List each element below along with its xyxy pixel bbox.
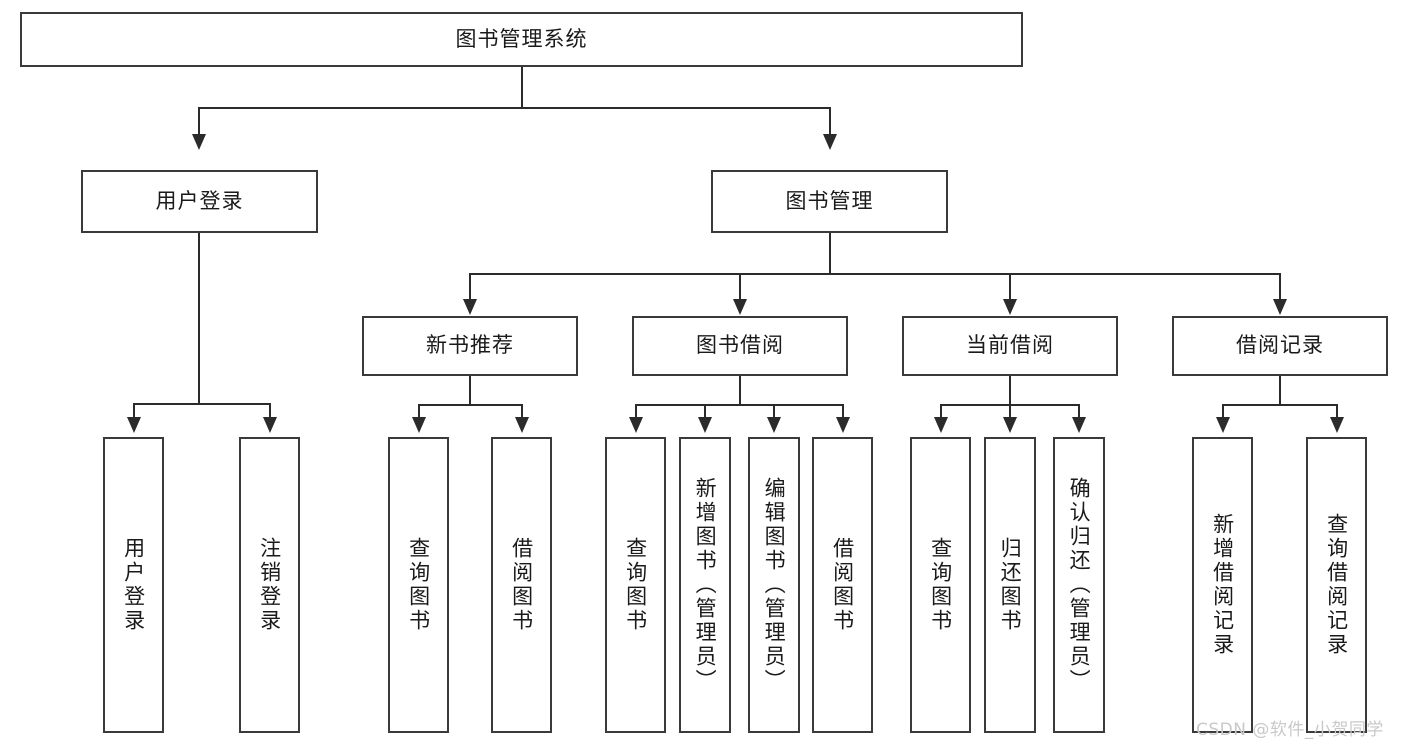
edge-user-login-to-leaf-2 — [269, 403, 271, 419]
edge-book-borrow-to-leaf-3 — [773, 404, 775, 419]
edge-book-mgmt-to-l3-1 — [469, 273, 471, 301]
node-label: 借阅记录 — [1236, 333, 1324, 358]
leaf-borrow-records-query-record[interactable]: 查询借阅记录 — [1306, 437, 1367, 733]
leaf-new-book-query-book[interactable]: 查询图书 — [388, 437, 449, 733]
arrow-l3-borrow-records — [1273, 299, 1287, 315]
edge-current-borrow-to-leaf-2 — [1009, 404, 1011, 419]
node-label: 归还图书 — [998, 537, 1023, 633]
leaf-user-login-login[interactable]: 用户登录 — [103, 437, 164, 733]
arrow-book-borrow-leaf-4 — [836, 417, 850, 433]
arrow-current-borrow-leaf-3 — [1072, 417, 1086, 433]
node-label: 编辑图书（管理员） — [762, 477, 787, 693]
node-label: 借阅图书 — [509, 537, 534, 633]
node-label: 新书推荐 — [426, 333, 514, 358]
edge-new-book-stem — [469, 375, 471, 405]
edge-borrow-records-to-leaf-1 — [1222, 404, 1224, 419]
edge-borrow-records-stem — [1279, 375, 1281, 405]
arrow-l3-current-borrow — [1003, 299, 1017, 315]
arrow-book-borrow-leaf-3 — [767, 417, 781, 433]
node-label: 查询图书 — [623, 537, 648, 633]
csdn-watermark: CSDN @软件_小贺同学 — [1196, 720, 1384, 740]
arrow-user-login-leaf-2 — [263, 417, 277, 433]
node-label: 用户登录 — [155, 188, 244, 213]
arrow-to-book-mgmt — [823, 134, 837, 150]
node-label: 查询借阅记录 — [1324, 513, 1349, 657]
leaf-current-borrow-query-book[interactable]: 查询图书 — [910, 437, 971, 733]
leaf-user-login-logout[interactable]: 注销登录 — [239, 437, 300, 733]
node-label: 用户登录 — [121, 537, 146, 633]
node-label: 图书管理系统 — [455, 26, 588, 51]
arrow-user-login-leaf-1 — [127, 417, 141, 433]
edge-book-borrow-to-leaf-1 — [635, 404, 637, 419]
edge-book-borrow-to-leaf-4 — [842, 404, 844, 419]
edge-new-book-bus — [418, 404, 521, 406]
node-label: 图书借阅 — [696, 333, 784, 358]
node-borrow-records[interactable]: 借阅记录 — [1172, 316, 1388, 376]
edge-new-book-to-leaf-1 — [418, 404, 420, 419]
leaf-book-borrow-borrow-book[interactable]: 借阅图书 — [812, 437, 873, 733]
arrow-new-book-leaf-2 — [515, 417, 529, 433]
edge-user-login-bus — [133, 403, 270, 405]
node-root-book-management-system[interactable]: 图书管理系统 — [20, 12, 1023, 67]
node-book-management[interactable]: 图书管理 — [711, 170, 948, 233]
leaf-current-borrow-confirm-return-admin[interactable]: 确认归还（管理员） — [1053, 437, 1105, 733]
edge-book-borrow-to-leaf-2 — [704, 404, 706, 419]
edge-book-mgmt-to-l3-2 — [739, 273, 741, 301]
node-label: 查询图书 — [406, 537, 431, 633]
arrow-to-user-login — [192, 134, 206, 150]
edge-book-mgmt-to-l3-3 — [1009, 273, 1011, 301]
node-new-book-recommend[interactable]: 新书推荐 — [362, 316, 578, 376]
edge-book-borrow-bus — [635, 404, 843, 406]
node-book-borrow[interactable]: 图书借阅 — [632, 316, 848, 376]
edge-user-login-to-leaf-1 — [133, 403, 135, 419]
leaf-book-borrow-edit-book-admin[interactable]: 编辑图书（管理员） — [748, 437, 800, 733]
arrow-borrow-records-leaf-2 — [1330, 417, 1344, 433]
node-label: 确认归还（管理员） — [1067, 477, 1092, 693]
edge-root-to-book-mgmt — [829, 107, 831, 137]
edge-borrow-records-to-leaf-2 — [1336, 404, 1338, 419]
edge-root-stem — [521, 66, 523, 108]
edge-book-mgmt-bus — [469, 273, 1280, 275]
arrow-borrow-records-leaf-1 — [1216, 417, 1230, 433]
edge-borrow-records-bus — [1222, 404, 1337, 406]
leaf-borrow-records-add-record[interactable]: 新增借阅记录 — [1192, 437, 1253, 733]
arrow-current-borrow-leaf-2 — [1003, 417, 1017, 433]
arrow-current-borrow-leaf-1 — [934, 417, 948, 433]
edge-book-borrow-stem — [739, 375, 741, 405]
node-label: 借阅图书 — [830, 537, 855, 633]
node-label: 新增图书（管理员） — [693, 477, 718, 693]
leaf-book-borrow-add-book-admin[interactable]: 新增图书（管理员） — [679, 437, 731, 733]
arrow-l3-new-book — [463, 299, 477, 315]
node-label: 当前借阅 — [966, 333, 1054, 358]
leaf-current-borrow-return-book[interactable]: 归还图书 — [984, 437, 1036, 733]
node-label: 新增借阅记录 — [1210, 513, 1235, 657]
edge-user-login-stem — [198, 232, 200, 404]
edge-new-book-to-leaf-2 — [521, 404, 523, 419]
edge-current-borrow-stem — [1009, 375, 1011, 405]
arrow-l3-book-borrow — [733, 299, 747, 315]
arrow-book-borrow-leaf-1 — [629, 417, 643, 433]
arrow-book-borrow-leaf-2 — [698, 417, 712, 433]
arrow-new-book-leaf-1 — [412, 417, 426, 433]
node-current-borrow[interactable]: 当前借阅 — [902, 316, 1118, 376]
leaf-new-book-borrow-book[interactable]: 借阅图书 — [491, 437, 552, 733]
edge-book-mgmt-to-l3-4 — [1279, 273, 1281, 301]
leaf-book-borrow-query-book[interactable]: 查询图书 — [605, 437, 666, 733]
edge-book-mgmt-stem — [829, 232, 831, 274]
edge-root-bus — [198, 107, 831, 109]
edge-root-to-user-login — [198, 107, 200, 137]
edge-current-borrow-to-leaf-1 — [940, 404, 942, 419]
node-label: 图书管理 — [785, 188, 874, 213]
edge-current-borrow-to-leaf-3 — [1078, 404, 1080, 419]
node-label: 注销登录 — [257, 537, 282, 633]
node-user-login[interactable]: 用户登录 — [81, 170, 318, 233]
node-label: 查询图书 — [928, 537, 953, 633]
